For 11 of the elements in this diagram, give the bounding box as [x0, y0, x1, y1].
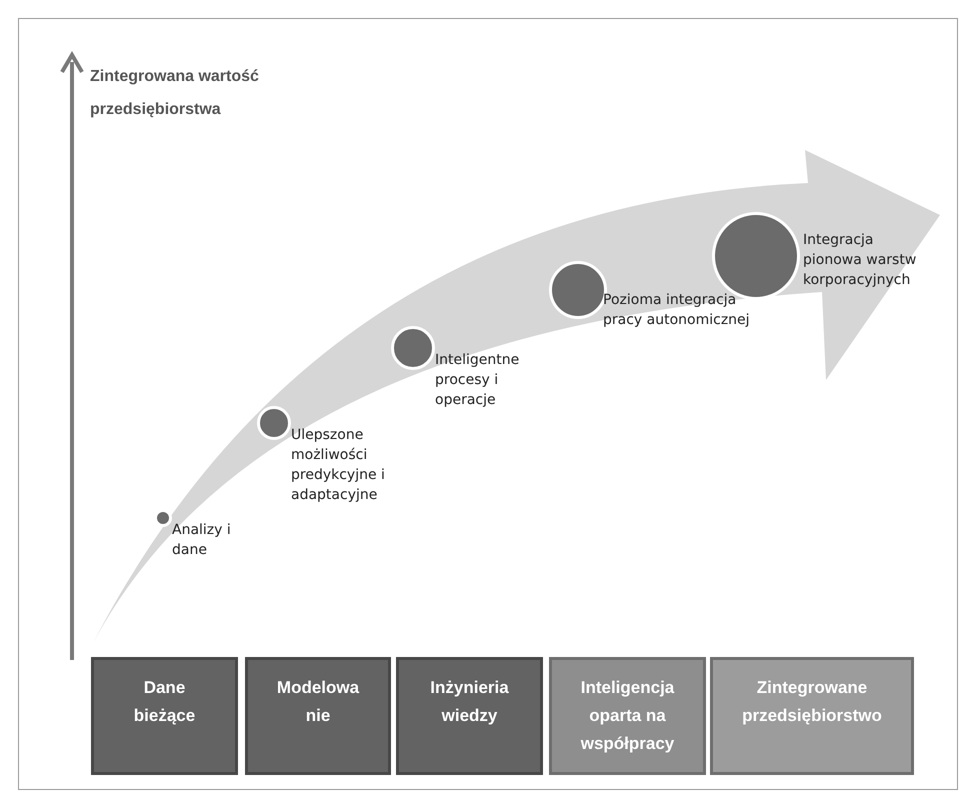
milestone-label: Analizy i dane — [172, 521, 232, 560]
stage-box: Modelowa nie — [245, 657, 391, 775]
stage-box: Inteligencja oparta na współpracy — [549, 657, 706, 775]
milestone-label: Ulepszone możliwości predykcyjne i adaptacyjne — [291, 426, 386, 505]
stage-box: Inżynieria wiedzy — [396, 657, 543, 775]
axis-label: Zintegrowana wartość przedsiębiorstwa — [90, 67, 260, 120]
stage-box: Dane bieżące — [91, 657, 238, 775]
milestone-label: Pozioma integracja pracy autonomicznej — [603, 291, 751, 330]
milestone-label: Inteligentne procesy i operacje — [435, 351, 520, 410]
milestone-label: Integracja pionowa warstw korporacyjnych — [803, 231, 918, 290]
stage-box: Zintegrowane przedsiębiorstwo — [710, 657, 914, 775]
